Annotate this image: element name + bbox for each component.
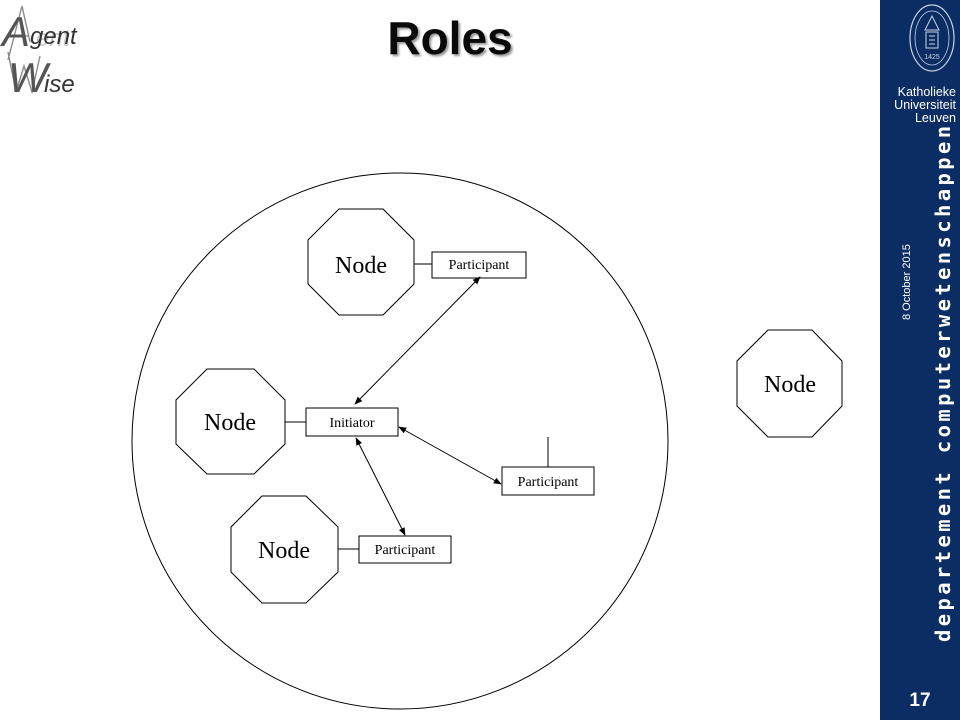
svg-text:ent: ent — [36, 25, 71, 52]
slide-number: 17 — [909, 690, 931, 711]
participant-right-label: Participant — [518, 475, 579, 490]
arrow-initiator-participant-right — [398, 426, 502, 485]
participant-top-box — [431, 251, 527, 279]
arrow-initiator-participant-top — [354, 276, 481, 405]
agentwise-logo: ent Agent Wise — [0, 5, 78, 101]
university-sidebar — [880, 0, 960, 720]
logo-line2: Wise — [8, 54, 75, 101]
node-top-label: Node — [335, 253, 387, 279]
node-middle-octagon — [175, 368, 286, 475]
participant-top-label: Participant — [449, 258, 510, 273]
node-outside-label: Node — [764, 372, 816, 398]
department-name: departement computerwetenschappen — [931, 122, 955, 643]
initiator-box — [305, 407, 399, 437]
arrow-initiator-participant-bottom — [355, 437, 406, 536]
seal-year: 1425 — [924, 54, 940, 61]
participant-right-box — [501, 466, 595, 496]
university-name-line-2: Universiteit — [894, 98, 956, 112]
node-middle-label: Node — [204, 410, 256, 436]
university-name-line-3: Leuven — [914, 111, 956, 125]
department-container: departement computerwetenschappen — [903, 123, 957, 655]
participant-bottom-box — [358, 535, 452, 564]
roles-diagram: Node Participant Node Initiator Node Par… — [131, 172, 843, 710]
node-bottom-label: Node — [258, 538, 310, 564]
university-name: Katholieke Universiteit Leuven — [886, 86, 956, 125]
system-boundary-circle — [131, 172, 669, 710]
node-outside-octagon — [736, 329, 843, 438]
logo-line1: Agent — [0, 8, 78, 55]
initiator-label: Initiator — [329, 416, 374, 431]
university-seal-icon: 1425 — [909, 4, 955, 72]
university-name-line-1: Katholieke — [897, 85, 956, 99]
node-bottom-octagon — [230, 495, 339, 604]
slide-title: Roles — [387, 12, 513, 64]
participant-bottom-label: Participant — [375, 543, 436, 558]
